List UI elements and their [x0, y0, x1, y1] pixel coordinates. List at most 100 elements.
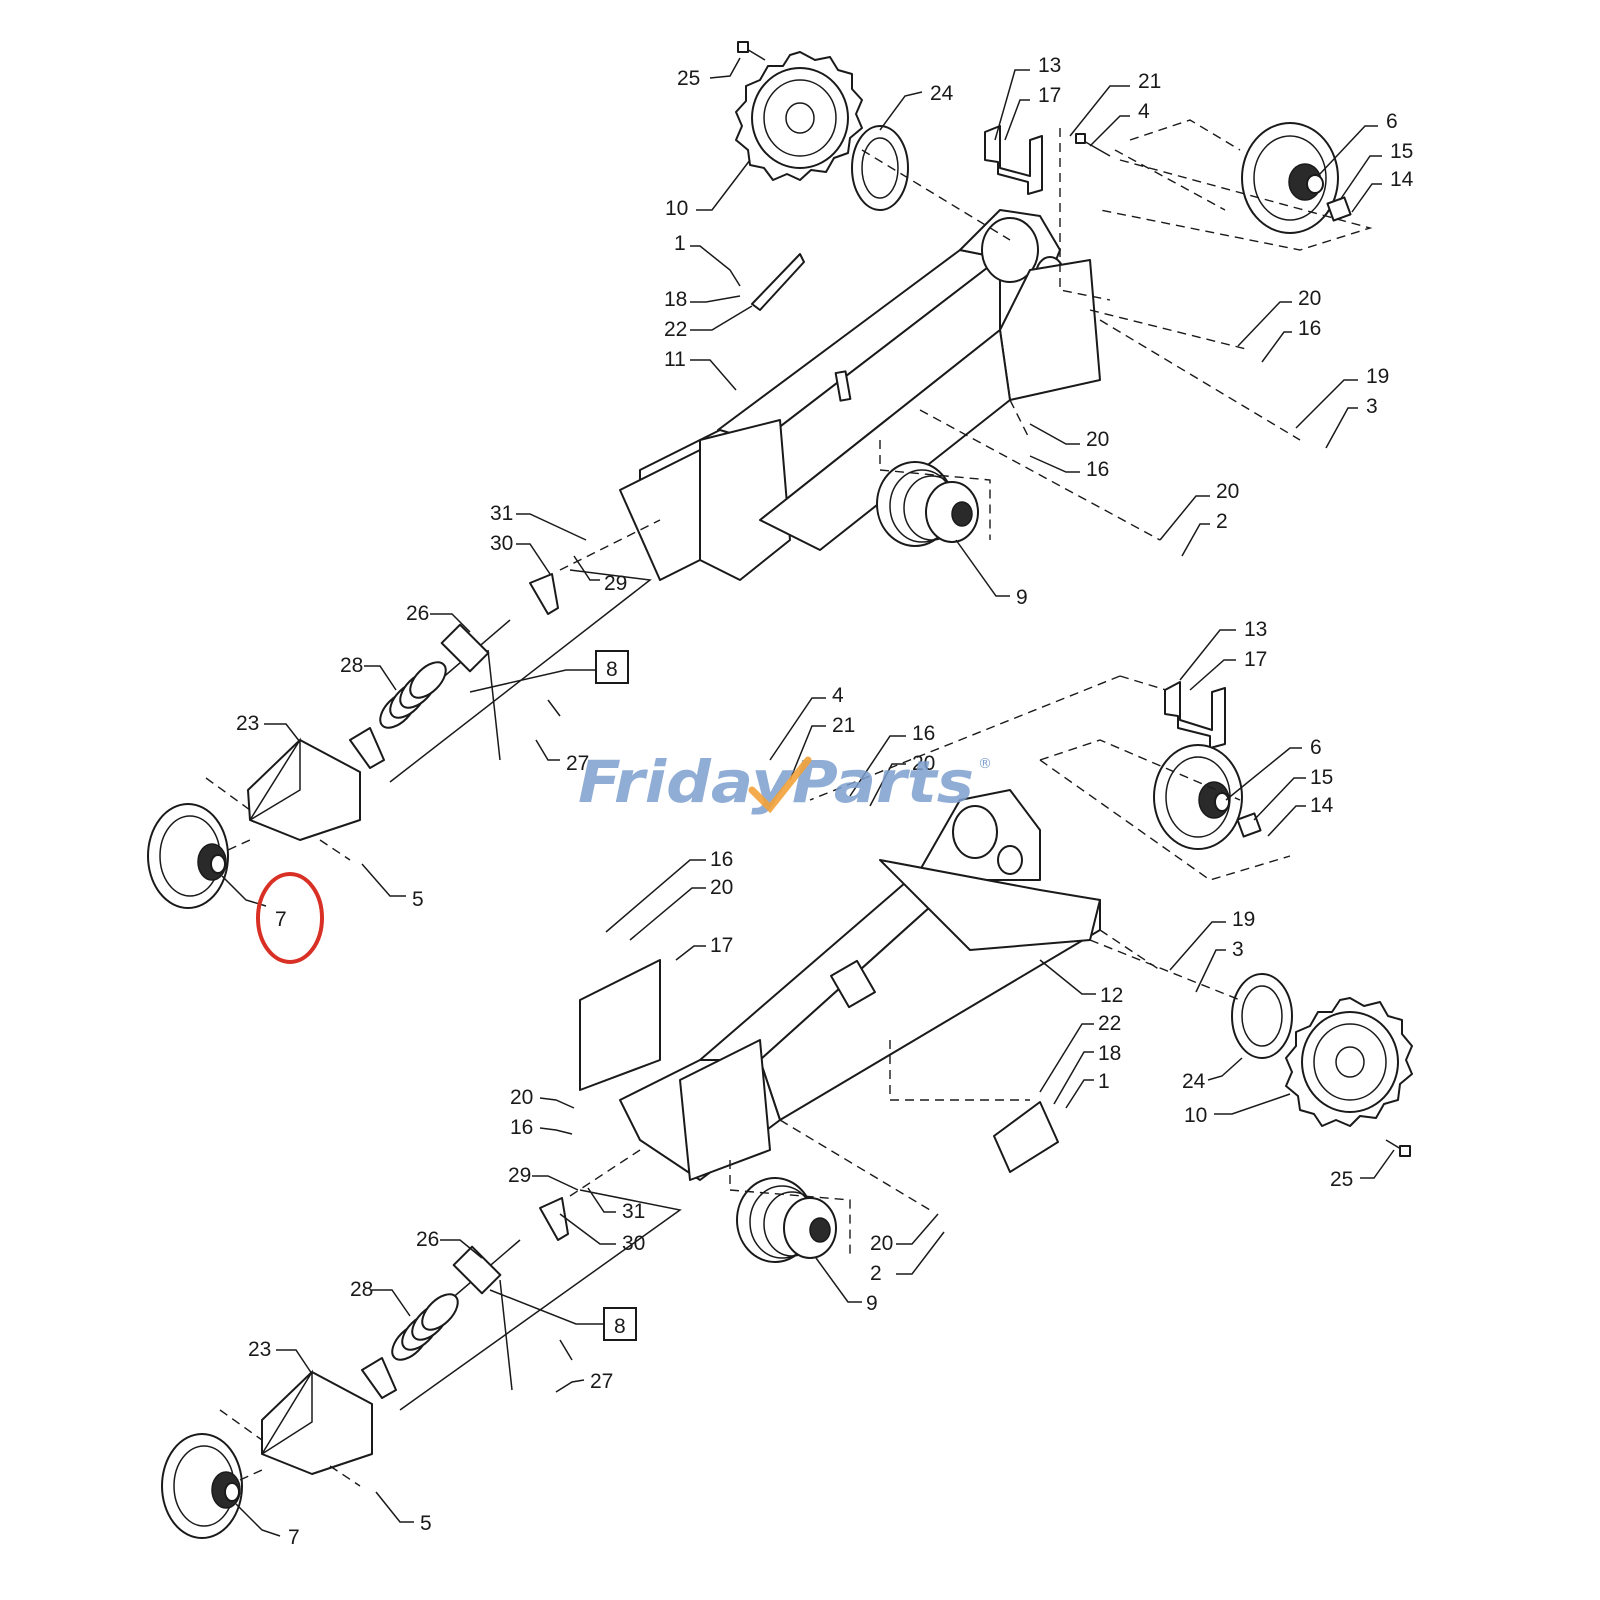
bolt [737, 41, 766, 61]
callout-29: 29 [508, 1164, 531, 1187]
boxed-callout-8-lower: 8 [603, 1307, 637, 1341]
sprocket [1285, 997, 1413, 1127]
track-roller [876, 461, 979, 547]
callout-22: 22 [1098, 1012, 1121, 1035]
sprocket [735, 51, 863, 181]
wear-plate [993, 1101, 1059, 1173]
callout-19: 19 [1232, 908, 1255, 931]
track-roller [736, 1177, 837, 1263]
callout-4: 4 [1138, 100, 1150, 123]
callout-6: 6 [1310, 736, 1322, 759]
bracket [984, 125, 1043, 195]
wear-plate [751, 253, 805, 311]
callout-16: 16 [510, 1116, 533, 1139]
callout-2: 2 [1216, 510, 1228, 533]
callout-26: 26 [406, 602, 429, 625]
callout-20: 20 [710, 876, 733, 899]
callout-28: 28 [350, 1278, 373, 1301]
callout-24: 24 [930, 82, 954, 105]
spring [379, 661, 447, 729]
callout-22: 22 [664, 318, 687, 341]
callout-13: 13 [1244, 618, 1267, 641]
callout-28: 28 [340, 654, 363, 677]
plate [1326, 196, 1352, 222]
callout-7: 7 [275, 908, 287, 931]
callout-10: 10 [665, 197, 688, 220]
callout-15: 15 [1310, 766, 1333, 789]
callout-30: 30 [490, 532, 513, 555]
callout-17: 17 [710, 934, 733, 957]
callout-16: 16 [1086, 458, 1109, 481]
callout-31: 31 [622, 1200, 645, 1223]
callout-8: 8 [606, 658, 618, 681]
callout-17: 17 [1038, 84, 1061, 107]
callout-9: 9 [1016, 586, 1028, 609]
callout-26: 26 [416, 1228, 439, 1251]
callout-3: 3 [1366, 395, 1378, 418]
callout-20: 20 [510, 1086, 533, 1109]
track-frame [579, 789, 1101, 1181]
checkmark-icon [748, 756, 812, 814]
callout-18: 18 [664, 288, 687, 311]
highlight-circle [256, 872, 324, 964]
callout-14: 14 [1390, 168, 1414, 191]
callout-19: 19 [1366, 365, 1389, 388]
callout-16: 16 [710, 848, 733, 871]
shim-ring [851, 125, 909, 211]
bolt [1385, 1139, 1411, 1157]
callout-30: 30 [622, 1232, 645, 1255]
callout-23: 23 [236, 712, 259, 735]
callout-29: 29 [604, 572, 627, 595]
spring [391, 1293, 459, 1361]
boxed-callout-8-upper: 8 [595, 650, 629, 684]
idler-yoke [247, 737, 361, 841]
bracket [1164, 681, 1226, 749]
idler-yoke [261, 1369, 373, 1475]
callout-2: 2 [870, 1262, 882, 1285]
callout-1: 1 [674, 232, 686, 255]
callout-21: 21 [832, 714, 855, 737]
callout-12: 12 [1100, 984, 1123, 1007]
callout-16: 16 [912, 722, 935, 745]
callout-labels: 25 24 13 17 21 4 6 15 14 10 1 18 22 11 2… [236, 54, 1414, 1549]
lower-assembly [161, 675, 1413, 1539]
front-idler-wheel [147, 803, 229, 909]
callout-13: 13 [1038, 54, 1061, 77]
callout-18: 18 [1098, 1042, 1121, 1065]
callout-6: 6 [1386, 110, 1398, 133]
callout-1: 1 [1098, 1070, 1110, 1093]
callout-25: 25 [1330, 1168, 1353, 1191]
callout-15: 15 [1390, 140, 1413, 163]
upper-assembly [147, 41, 1373, 909]
idler-wheel [1241, 122, 1339, 234]
callout-24: 24 [1182, 1070, 1206, 1093]
callout-31: 31 [490, 502, 513, 525]
track-frame [619, 209, 1101, 581]
callout-25: 25 [677, 67, 700, 90]
callout-5: 5 [420, 1512, 432, 1535]
bolt [1075, 133, 1111, 157]
callout-27: 27 [566, 752, 589, 775]
callout-14: 14 [1310, 794, 1334, 817]
callout-5: 5 [412, 888, 424, 911]
tension-spring-assembly [361, 1197, 569, 1399]
callout-9: 9 [866, 1292, 878, 1315]
callout-20: 20 [1216, 480, 1239, 503]
idler-wheel [1153, 744, 1243, 850]
callout-21: 21 [1138, 70, 1161, 93]
callout-11: 11 [664, 348, 686, 371]
callout-8: 8 [614, 1315, 626, 1338]
callout-7: 7 [288, 1526, 300, 1549]
brand-watermark: FridayParts ® [578, 748, 992, 816]
tension-spring-assembly [349, 573, 559, 769]
registered-mark: ® [978, 756, 992, 772]
callout-20: 20 [1086, 428, 1109, 451]
leader-lines [221, 57, 1395, 1537]
shim-ring [1231, 973, 1293, 1059]
callout-17: 17 [1244, 648, 1267, 671]
callout-27: 27 [590, 1370, 613, 1393]
callout-23: 23 [248, 1338, 271, 1361]
callout-10: 10 [1184, 1104, 1207, 1127]
callout-20: 20 [1298, 287, 1321, 310]
